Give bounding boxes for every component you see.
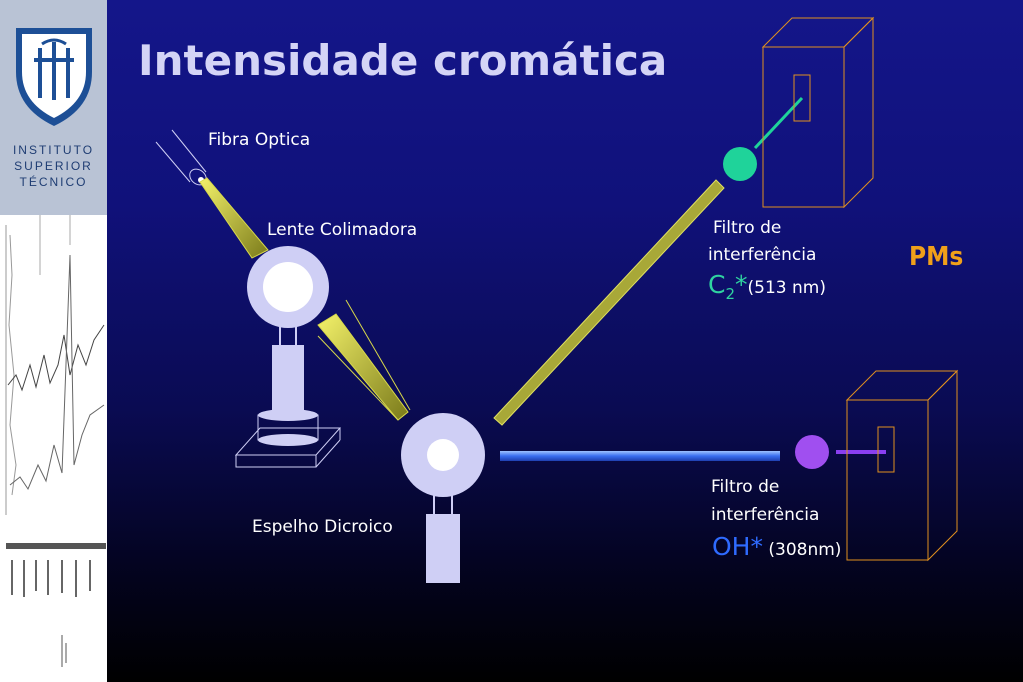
label-filtro-c2-line1: Filtro de <box>713 218 782 238</box>
c2-subscript: 2 <box>725 285 736 303</box>
photomultiplier-box-c2 <box>761 16 875 209</box>
oh-wavelength-label: OH* (308nm) <box>712 532 841 561</box>
label-filtro-oh-line2: interferência <box>711 505 820 525</box>
label-pms: PMs <box>909 242 964 272</box>
sidebar: INSTITUTO SUPERIOR TÉCNICO <box>0 0 107 682</box>
label-espelho-dicroico: Espelho Dicroico <box>252 517 393 537</box>
beam-lens-to-mirror <box>317 313 409 421</box>
c2-filter-sphere <box>723 147 757 181</box>
label-lente-colimadora: Lente Colimadora <box>267 220 418 240</box>
spectrum-decoration <box>5 215 106 667</box>
label-filtro-oh-line1: Filtro de <box>711 477 780 497</box>
oh-star: * <box>750 532 763 561</box>
logo-line-2: SUPERIOR <box>14 159 93 173</box>
c2-star: * <box>735 270 748 299</box>
beam-to-oh-filter <box>500 451 780 461</box>
label-fibra-optica: Fibra Optica <box>208 130 311 150</box>
dichroic-mirror <box>401 413 485 583</box>
label-filtro-c2-line2: interferência <box>708 245 817 265</box>
logo-line-1: INSTITUTO <box>12 143 95 157</box>
optical-fiber <box>155 129 207 186</box>
c2-species: C <box>708 270 726 299</box>
slide-title: Intensidade cromática <box>138 36 668 85</box>
photomultiplier-box-oh <box>845 369 959 562</box>
oh-wavelength: (308nm) <box>762 540 842 560</box>
ist-logo: INSTITUTO SUPERIOR TÉCNICO <box>0 0 107 215</box>
logo-line-3: TÉCNICO <box>19 175 88 189</box>
c2-wavelength: (513 nm) <box>747 278 826 298</box>
shield-icon <box>16 28 92 126</box>
beam-to-c2-filter <box>493 179 725 426</box>
c2-wavelength-label: C2*(513 nm) <box>708 270 826 303</box>
collimating-lens <box>234 246 342 468</box>
beam-fiber-to-lens <box>199 177 269 259</box>
oh-filter-sphere <box>795 435 829 469</box>
oh-species: OH <box>712 532 751 561</box>
